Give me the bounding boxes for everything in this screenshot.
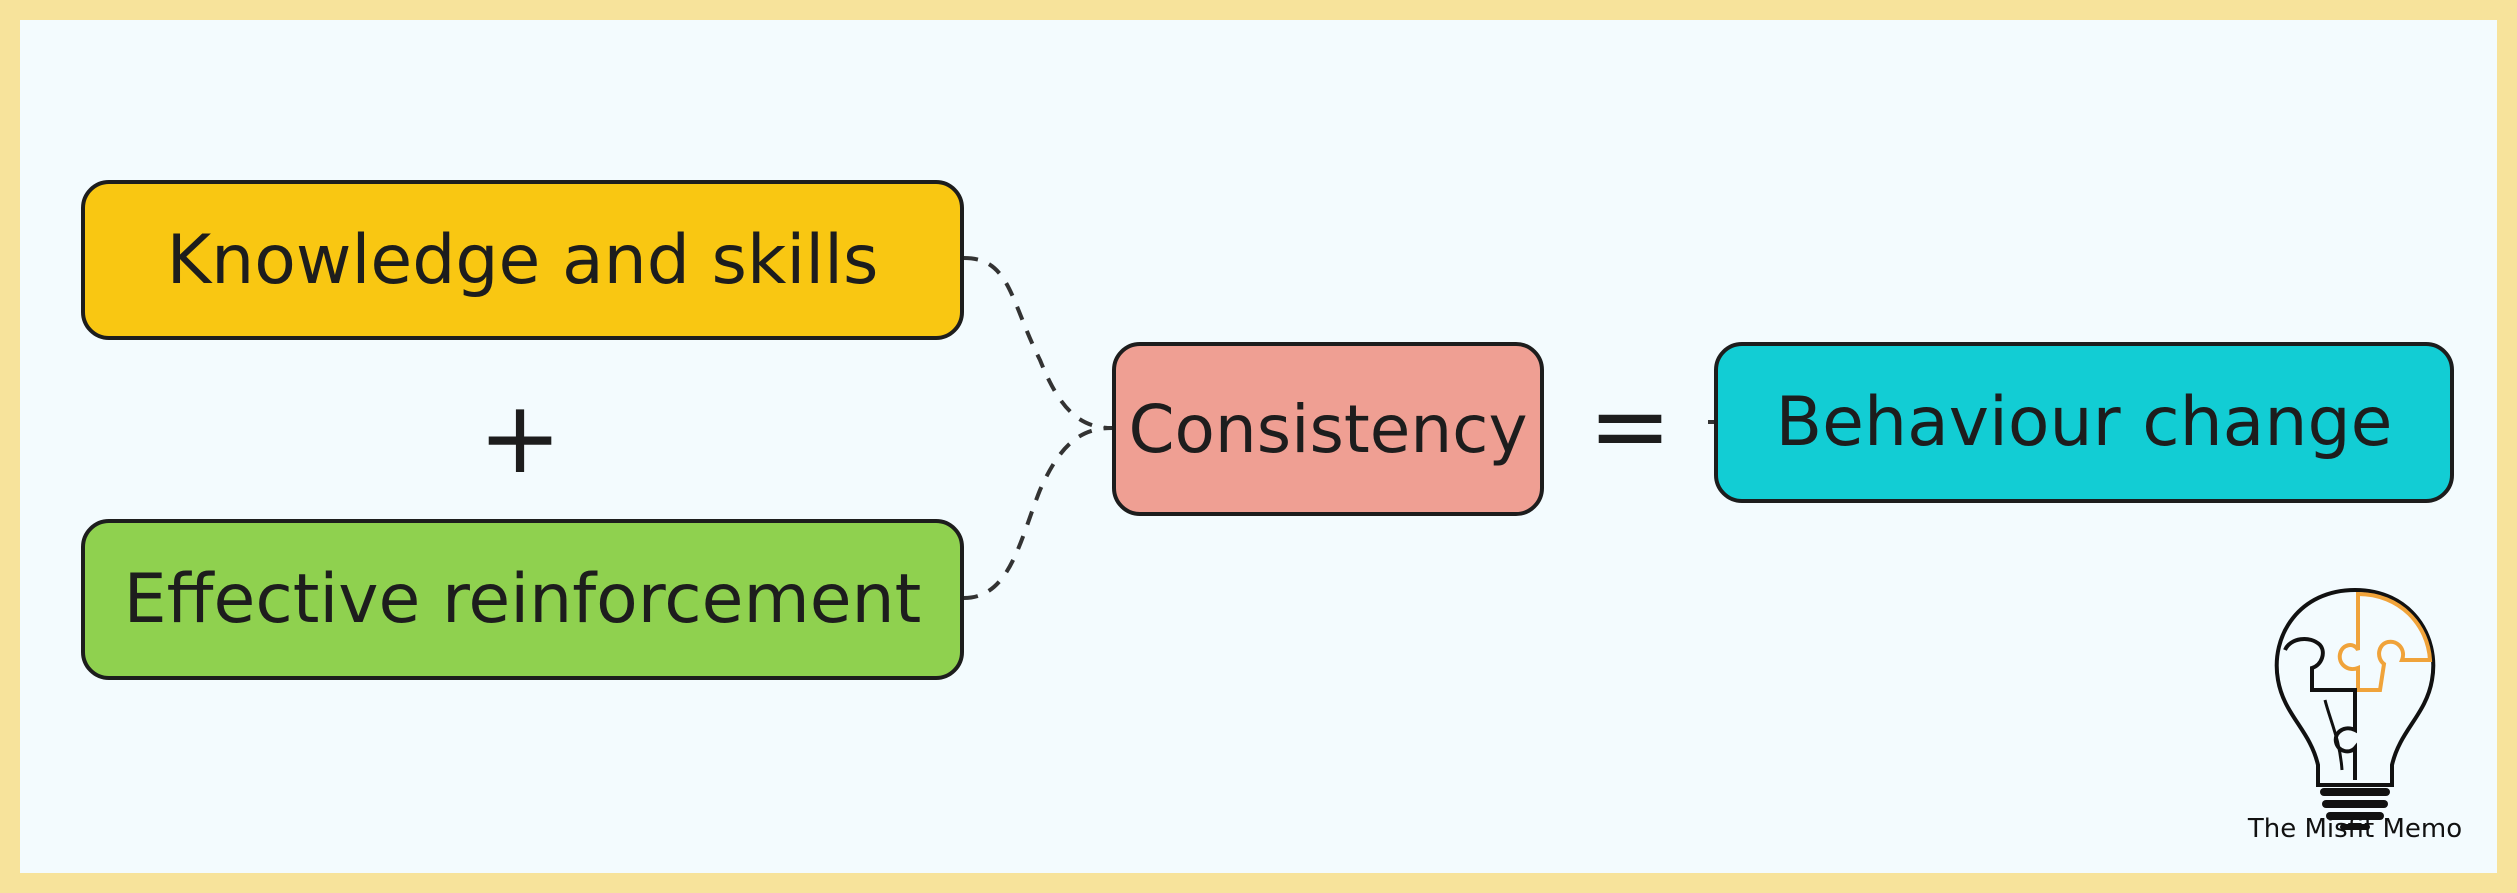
effective-reinforcement-box: Effective reinforcement: [81, 519, 964, 680]
effective-reinforcement-label: Effective reinforcement: [123, 560, 922, 639]
lightbulb-puzzle-logo-icon: [2274, 587, 2436, 830]
knowledge-and-skills-box: Knowledge and skills: [81, 180, 964, 340]
connector-reinforcement-to-consistency: [963, 426, 1113, 600]
consistency-label: Consistency: [1128, 390, 1528, 468]
consistency-box: Consistency: [1112, 342, 1544, 516]
logo-text: The Misfit Memo: [2247, 814, 2463, 844]
connector-knowledge-to-consistency: [963, 256, 1113, 430]
plus-operator: +: [478, 379, 562, 496]
knowledge-and-skills-label: Knowledge and skills: [166, 220, 879, 300]
behaviour-change-label: Behaviour change: [1775, 383, 2393, 462]
behaviour-change-box: Behaviour change: [1714, 342, 2454, 503]
equals-operator: =: [1588, 367, 1672, 484]
